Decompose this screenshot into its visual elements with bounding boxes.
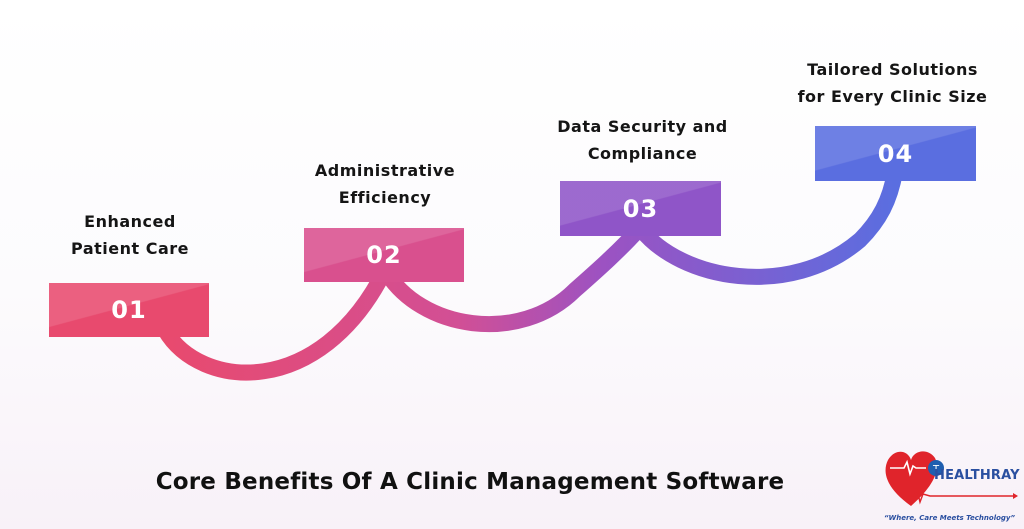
step-4-number: 04 <box>877 139 914 168</box>
step-2-box: 02 <box>304 228 464 282</box>
step-3-box: 03 <box>560 181 721 236</box>
step-1-number: 01 <box>111 296 147 324</box>
step-2-number: 02 <box>366 241 402 269</box>
step-3-label: Data Security and Compliance <box>557 117 728 163</box>
step-1-box: 01 <box>49 283 209 337</box>
step-2-label: Administrative Efficiency <box>314 161 456 207</box>
page-title: Core Benefits Of A Clinic Management Sof… <box>155 469 785 495</box>
step-4-label: Tailored Solutions for Every Clinic Size <box>797 60 988 106</box>
step-4-box: 04 <box>815 126 976 181</box>
step-1-label: Enhanced Patient Care <box>71 212 189 258</box>
heart-pulse-icon: T <box>885 451 1018 506</box>
logo-tagline: “Where, Care Meets Technology” <box>884 514 1016 522</box>
healthray-logo: T HEALTHRAY “Where, Care Meets Technolog… <box>878 444 1024 526</box>
svg-text:T: T <box>932 464 940 475</box>
logo-name: HEALTHRAY <box>934 468 1020 483</box>
step-3-number: 03 <box>622 194 659 223</box>
